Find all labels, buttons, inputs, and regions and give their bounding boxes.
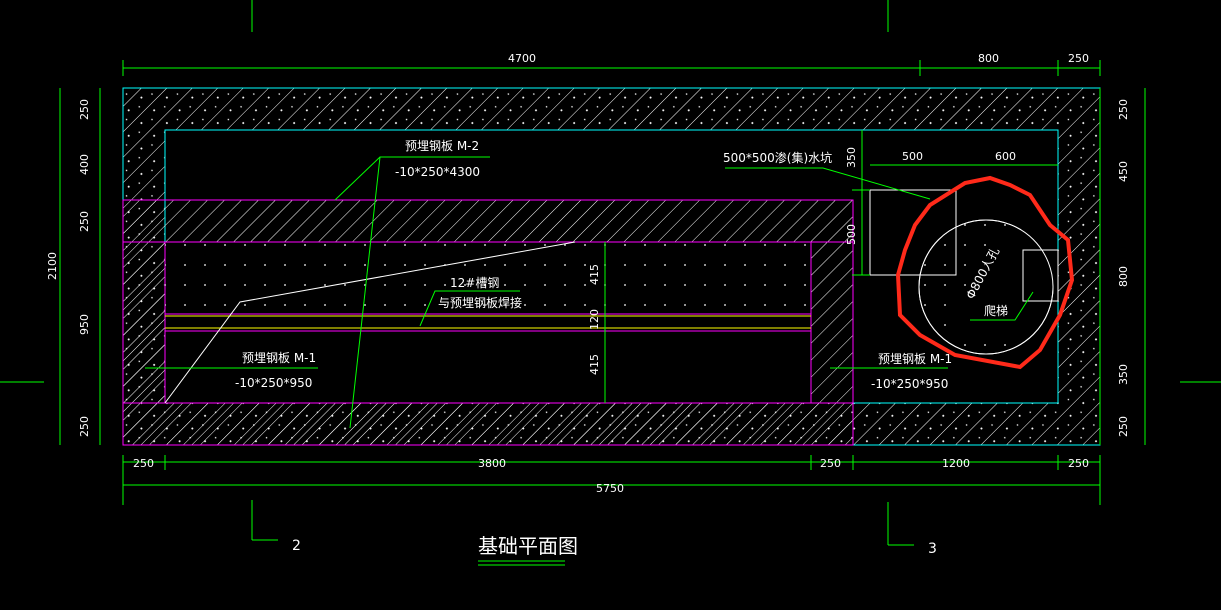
bottom-dim-2: 250 bbox=[820, 457, 841, 470]
right-dim-4: 250 bbox=[1117, 416, 1130, 437]
bottom-dim-1: 3800 bbox=[478, 457, 506, 470]
top-dim-250: 250 bbox=[1068, 52, 1089, 65]
bottom-dim-0: 250 bbox=[133, 457, 154, 470]
dim-pit-w: 500 bbox=[902, 150, 923, 163]
right-dim-2: 800 bbox=[1117, 266, 1130, 287]
right-dim-0: 250 bbox=[1117, 99, 1130, 120]
pit-dim-lines bbox=[852, 130, 1058, 276]
m1-right-spec: -10*250*950 bbox=[871, 377, 948, 391]
left-dim-0: 250 bbox=[78, 99, 91, 120]
bottom-dim-4: 250 bbox=[1068, 457, 1089, 470]
pit-label: 500*500渗(集)水坑 bbox=[723, 150, 832, 165]
channel-note: 与预埋钢板焊接 bbox=[438, 295, 522, 310]
left-dim-2: 250 bbox=[78, 211, 91, 232]
m2-name: 预埋钢板 M-2 bbox=[405, 139, 479, 153]
left-dim-3: 950 bbox=[78, 314, 91, 335]
red-markup-circle bbox=[895, 175, 1075, 370]
right-dim-3: 350 bbox=[1117, 364, 1130, 385]
top-dim-4700: 4700 bbox=[508, 52, 536, 65]
drawing-title: 基础平面图 bbox=[478, 534, 578, 558]
axis-label-3: 3 bbox=[928, 541, 937, 557]
foundation-plan bbox=[122, 87, 1101, 446]
left-total: 2100 bbox=[46, 252, 59, 280]
m2-spec: -10*250*4300 bbox=[395, 165, 480, 179]
axis-label-2: 2 bbox=[292, 538, 301, 554]
dim-pit-top: 350 bbox=[845, 147, 858, 168]
leader-lines bbox=[145, 156, 1034, 429]
m1-right-name: 预埋钢板 M-1 bbox=[878, 352, 952, 366]
dimension-lines bbox=[59, 60, 1146, 505]
m1-left-spec: -10*250*950 bbox=[235, 376, 312, 390]
channel-name: 12#槽钢 bbox=[450, 276, 499, 290]
dim-415a: 415 bbox=[588, 264, 601, 285]
left-dim-4: 250 bbox=[78, 416, 91, 437]
m1-left-name: 预埋钢板 M-1 bbox=[242, 351, 316, 365]
grid-axes bbox=[0, 0, 1221, 546]
dim-pit-gap: 600 bbox=[995, 150, 1016, 163]
top-dim-800: 800 bbox=[978, 52, 999, 65]
dim-pit-h: 500 bbox=[845, 224, 858, 245]
dim-120: 120 bbox=[588, 309, 601, 330]
bottom-dim-3: 1200 bbox=[942, 457, 970, 470]
left-dim-1: 400 bbox=[78, 154, 91, 175]
bottom-total: 5750 bbox=[596, 482, 624, 495]
ladder-label: 爬梯 bbox=[984, 304, 1008, 318]
right-dim-1: 450 bbox=[1117, 161, 1130, 182]
dim-415b: 415 bbox=[588, 354, 601, 375]
